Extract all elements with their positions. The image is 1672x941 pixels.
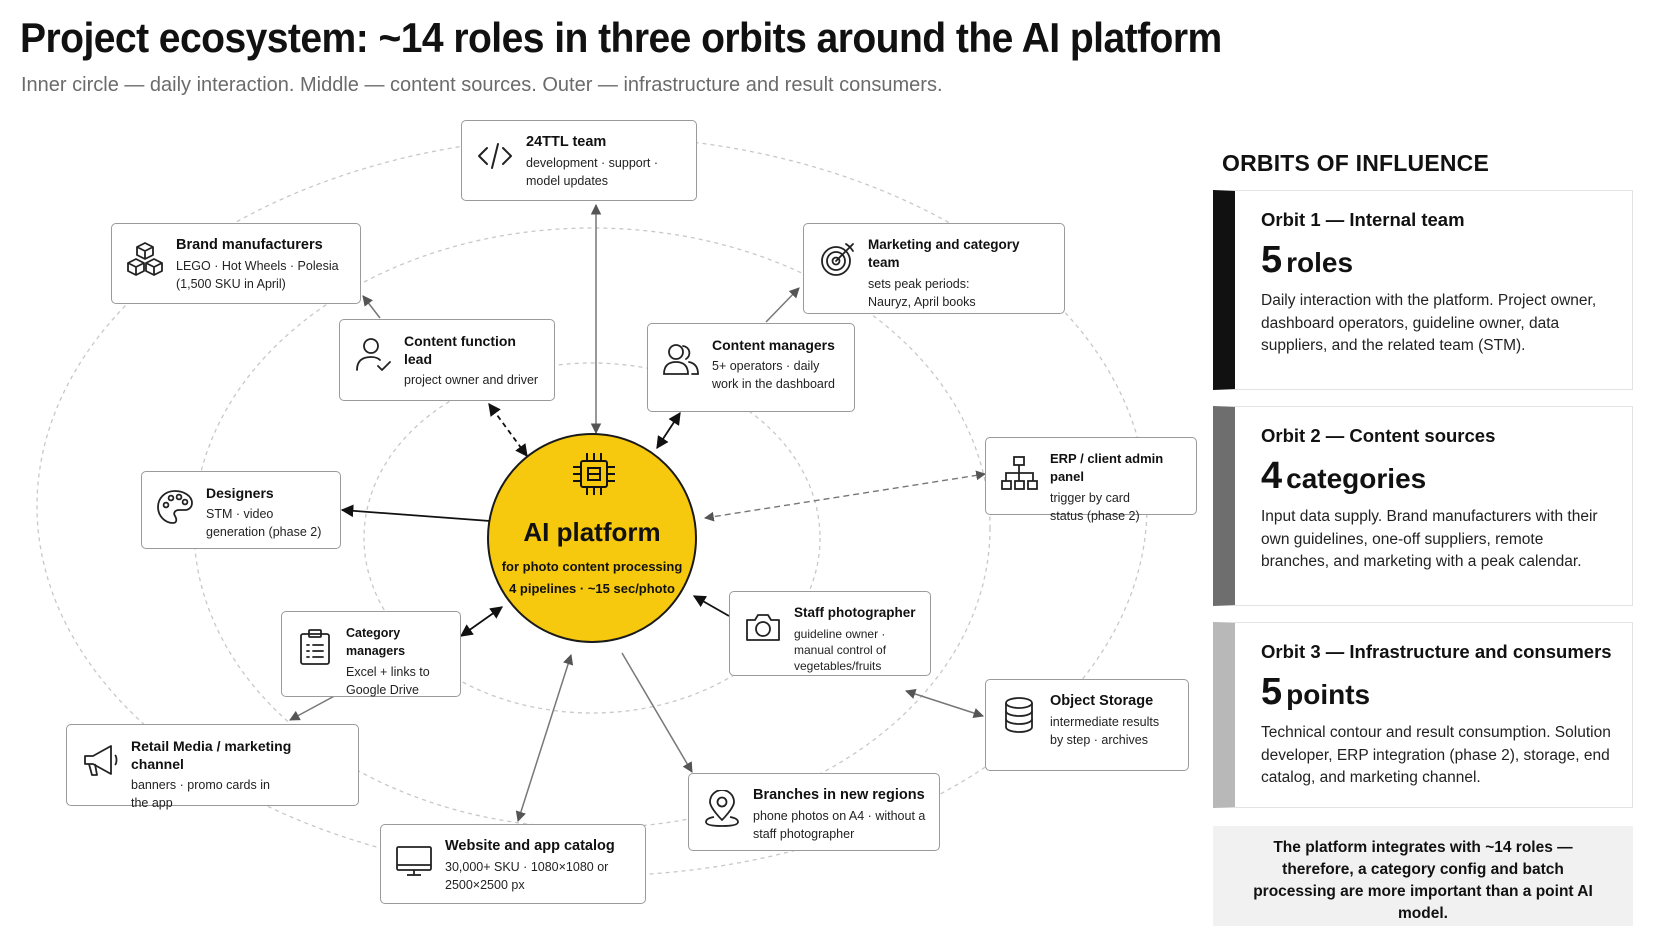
monitor-icon [395,841,433,879]
node-desc: 30,000+ SKU · 1080×1080 or 2500×2500 px [445,860,609,892]
hierarchy-icon [1000,454,1038,492]
target-icon [818,240,856,278]
node-title: Designers [206,485,274,501]
orbit-unit: roles [1286,247,1354,278]
node-object-storage: Object Storage intermediate results by s… [985,679,1189,771]
node-title: Marketing and category team [868,237,1020,270]
node-website-catalog: Website and app catalog 30,000+ SKU · 10… [380,824,646,904]
node-title: Content managers [712,337,835,353]
boxes-icon [126,240,164,278]
connector-website [515,653,574,823]
orbit-desc: Daily interaction with the platform. Pro… [1261,292,1597,354]
orbits-heading: ORBITS OF INFLUENCE [1222,150,1490,176]
palette-icon [156,488,194,526]
connector-category-managers [459,606,504,637]
node-desc: 5+ operators · daily work in the dashboa… [712,359,835,391]
node-title: Staff photographer [794,605,916,620]
orbit-header: Orbit 2 — Content sources [1261,425,1496,446]
node-desc: development · support · model updates [526,156,659,188]
node-retail-media: Retail Media / marketing channel banners… [66,724,359,810]
node-desc: guideline owner · manual control of vege… [794,627,887,673]
page-title: Project ecosystem: ~14 roles in three or… [20,14,1222,61]
node-marketing-team: Marketing and category team sets peak pe… [803,223,1065,314]
connector-staff-photographer [692,595,730,617]
node-desc: sets peak periods: Nauryz, April books [868,277,976,309]
camera-icon [744,608,782,646]
orbit-header: Orbit 1 — Internal team [1261,209,1465,230]
node-desc: STM · video generation (phase 2) [206,507,322,539]
center-title: AI platform [523,517,661,547]
orbit-header: Orbit 3 — Infrastructure and consumers [1261,641,1612,662]
orbit-count: 5 [1261,671,1283,713]
connector-erp [704,470,986,522]
orbit-card-3: Orbit 3 — Infrastructure and consumers 5… [1213,622,1633,808]
page-subtitle: Inner circle — daily interaction. Middle… [21,74,943,96]
node-desc: trigger by card status (phase 2) [1050,491,1140,523]
node-desc: phone photos on A4 · without a staff pho… [753,809,926,841]
orbit-ring-middle [193,227,991,829]
orbit-desc: Technical contour and result consumption… [1261,724,1611,786]
connector-marketing [765,287,800,323]
connector-storage [905,688,984,719]
node-content-managers: Content managers 5+ operators · daily wo… [647,323,855,412]
node-desc: project owner and driver [404,373,539,387]
node-title: Object Storage [1050,693,1154,709]
code-icon [476,137,514,175]
center-subtitle: for photo content processing [501,559,683,574]
node-title: 24TTL team [526,134,607,150]
users-icon [662,340,700,378]
node-content-lead: Content function lead project owner and … [339,319,555,401]
node-desc: banners · promo cards in the app [131,778,270,810]
megaphone-icon [81,741,119,779]
connector-retail [289,692,341,721]
node-title: Category managers [346,626,406,658]
node-title: Website and app catalog [445,838,615,854]
node-title: Branches in new regions [753,787,925,803]
clipboard-icon [296,628,334,666]
node-brand-manufacturers: Brand manufacturers LEGO · Hot Wheels · … [111,223,361,304]
user-check-icon [354,336,392,374]
node-desc: Excel + links to Google Drive [346,665,430,697]
orbit-unit: points [1286,679,1371,710]
orbit-unit: categories [1286,463,1427,494]
summary-note: The platform integrates with ~14 roles —… [1213,826,1633,926]
orbit-desc: Input data supply. Brand manufacturers w… [1261,508,1598,570]
node-title: Retail Media / marketing channel [131,738,292,772]
orbit-count: 5 [1261,239,1283,281]
node-title: Brand manufacturers [176,237,323,253]
orbit-count: 4 [1261,455,1283,497]
connector-content-lead [488,402,528,458]
node-staff-photographer: Staff photographer guideline owner · man… [729,591,931,676]
connector-content-managers [656,411,681,450]
node-designers: Designers STM · video generation (phase … [141,471,341,549]
database-icon [1000,696,1038,734]
node-branches: Branches in new regions phone photos on … [688,773,940,851]
map-pin-icon [703,790,741,828]
chip-icon [569,449,619,499]
node-desc: LEGO · Hot Wheels · Polesia (1,500 SKU i… [176,259,339,291]
connector-brand [362,295,381,319]
connector-designers [340,504,491,522]
node-erp-panel: ERP / client admin panel trigger by card… [985,437,1197,523]
center-stats: 4 pipelines · ~15 sec/photo [509,581,675,596]
node-desc: intermediate results by step · archives [1050,715,1160,747]
node-title: ERP / client admin panel [1050,451,1164,484]
ai-platform-center: AI platform for photo content processing… [487,433,697,643]
node-24ttl-team: 24TTL team development · support · model… [461,120,697,201]
connector-branches [621,652,693,773]
node-category-managers: Category managers Excel + links to Googl… [281,611,461,697]
node-title: Content function lead [404,333,516,367]
